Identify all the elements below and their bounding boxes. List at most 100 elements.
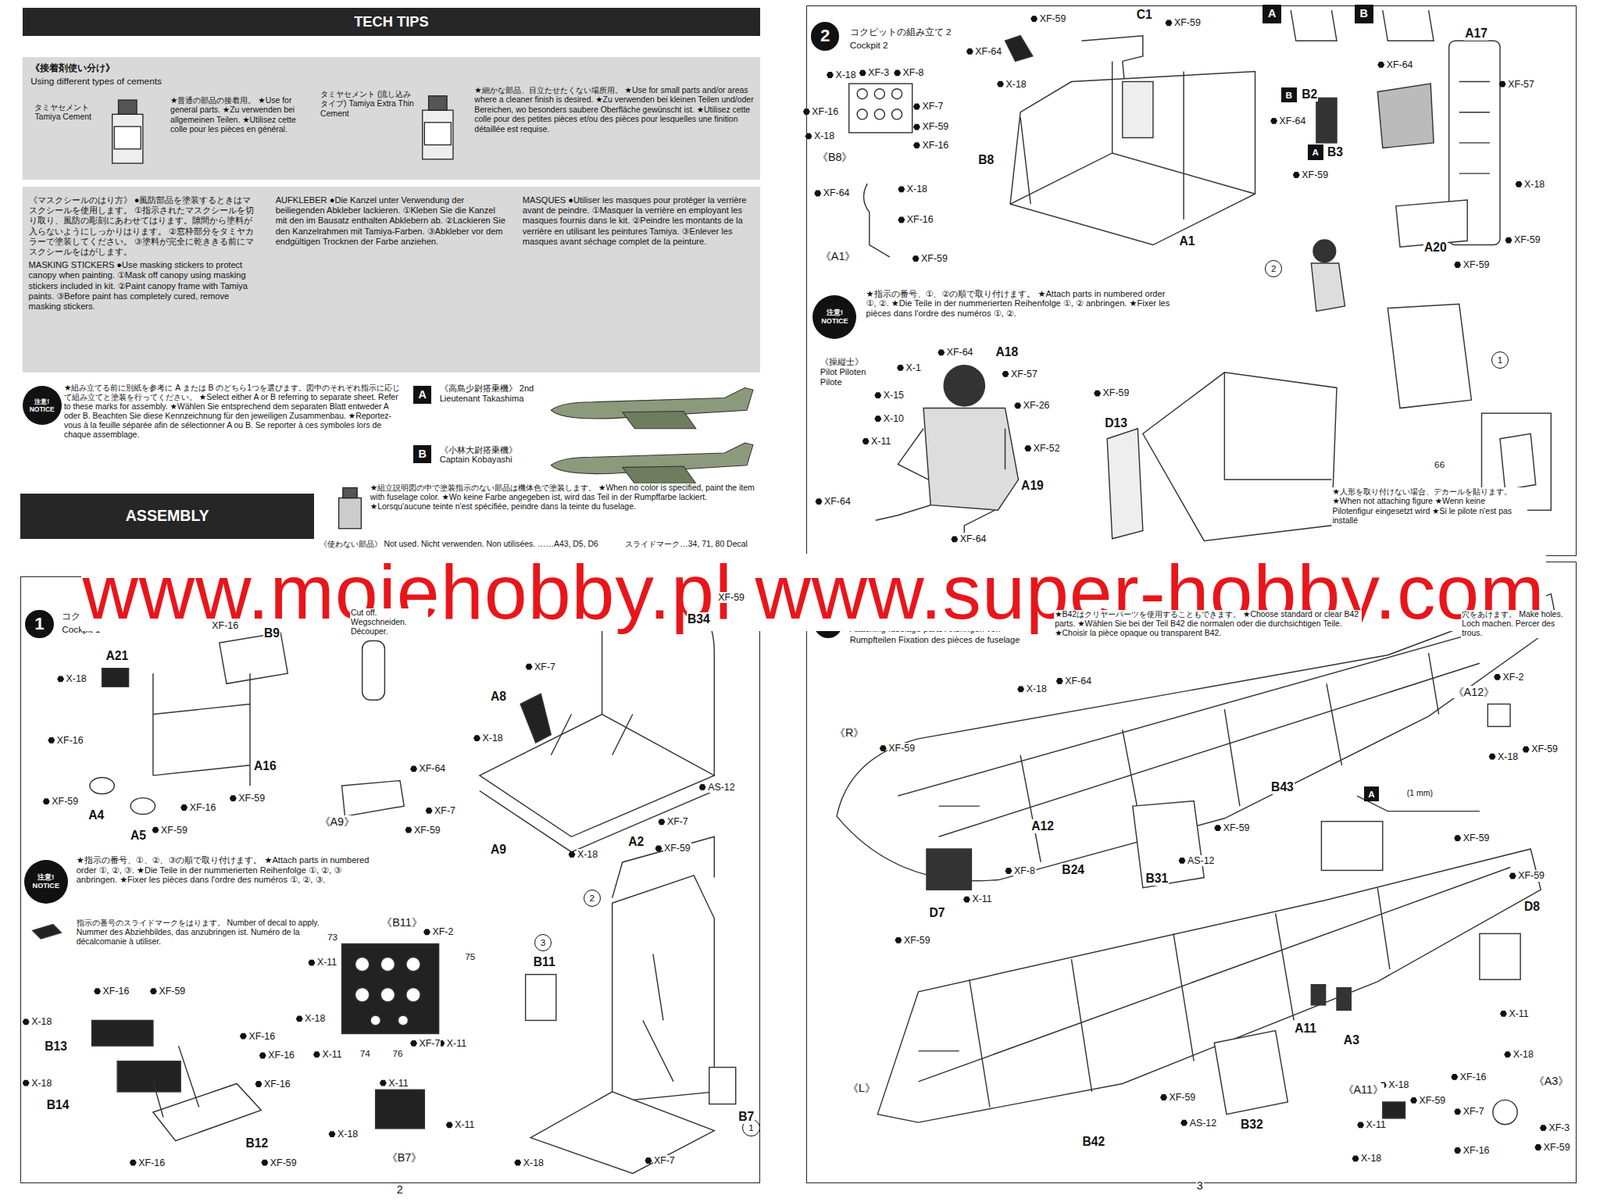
paint-dot [1453,835,1461,842]
tip-box: 《接着剤使い分け》Using different types of cement… [22,57,761,180]
paint-code: XF-59 [663,842,692,854]
paint-dot [1453,1108,1461,1115]
paint-dot [1024,445,1032,452]
box-label: ASSEMBLY [125,507,210,526]
paint-dot [655,845,663,852]
paint-dot [699,784,707,791]
paint-code: XF-16 [102,985,131,997]
paint-dot [1014,402,1022,409]
part-number: B9 [263,626,281,641]
part-number: A8 [489,689,508,704]
box-label: A [1267,7,1276,21]
part-number: B11 [532,955,557,970]
paint-dot [57,676,65,683]
header-band: ASSEMBLY [20,493,315,539]
box-text: ★細かな部品、目立たせたくない場所用。 ★Use for small parts… [474,85,755,136]
part-number: D13 [1103,416,1129,431]
box-label: 1 [34,614,44,636]
paint-code: XF-59 [237,792,266,804]
paint-code: XF-59 [1173,17,1202,29]
paint-code: X-11 [321,1049,343,1061]
paint-dot [1453,1147,1461,1154]
part-number: A9 [489,842,508,858]
paint-code: XF-64 [946,346,975,358]
box-label: 注意! NOTICE [812,308,857,326]
paint-code: XF-59 [269,1157,298,1169]
part-number: A1 [1178,234,1197,249]
paint-code: XF-16 [210,620,240,632]
paint-dot [1180,1120,1188,1127]
plane-silhouettes [550,387,754,484]
paint-dot [1450,1074,1458,1081]
fuselage-drawing [836,593,1558,1125]
paint-code: XF-59 [1418,1095,1447,1107]
paint-code: XF-64 [822,187,851,199]
callout-number: 74 [359,1048,372,1060]
part-number: A21 [105,649,130,664]
box-text: AUFKLEBER ●Die Kanzel unter Verwendung d… [275,195,509,248]
box-label: B [418,447,427,461]
paint-dot [859,70,867,77]
box-label: A [1311,146,1319,158]
cement-bottles [112,96,454,529]
paint-dot [42,798,50,805]
paint-dot [814,190,822,197]
paint-code: XF-16 [1462,1145,1491,1157]
note-text: ★組立説明図の中で塗装指示のない部品は機体色で塗装します。 ★When no c… [369,483,759,512]
paint-dot [423,929,431,936]
marking-square: B [1281,87,1297,104]
callout-number: 73 [326,932,339,943]
notice-icon: 注意! NOTICE [24,860,68,904]
tip-ground [22,57,761,373]
paint-dot [1178,857,1186,865]
box-label: 1 [1497,354,1504,366]
paint-code: XF-16 [267,1050,296,1061]
paint-dot [1410,1097,1418,1104]
callout-number: 2 [396,1183,404,1197]
paint-code: XF-16 [263,1078,292,1090]
paint-dot [514,1160,522,1167]
paint-dot [180,804,188,811]
paint-dot [405,827,413,834]
paint-code: X-11 [387,1078,409,1090]
marking-square: A [413,385,433,405]
paint-code: X-18 [1512,1049,1535,1061]
note-text: 指示の番号のスライドマークをはります。 Number of decal to a… [75,918,333,947]
paint-dot [657,818,665,825]
callout-number: 76 [392,1048,404,1060]
paint-code: X-18 [576,849,599,861]
paint-code: XF-7 [418,1038,442,1050]
callout-number: 75 [464,951,476,963]
paint-dot [307,960,315,967]
part-number: 《L》 [846,1082,877,1096]
paint-code: XF-59 [413,825,442,836]
paint-dot [966,48,974,55]
paint-code: X-18 [1387,1079,1410,1091]
cockpit-1-drawing [32,596,736,1174]
paint-dot [1017,686,1025,693]
part-number: A5 [129,828,147,843]
paint-dot [815,498,823,505]
box-text: Using different types of cements [30,75,255,87]
paint-code: XF-16 [189,802,218,814]
part-number: B2 [1300,87,1318,102]
step-panel: コクピットの組み立て 2Cockpit 22ABBA注意! NOTICE21 [806,5,1577,557]
note-text: ★指示の番号、①、②、③の順で取り付けます。 ★Attach parts in … [75,855,384,886]
paint-dot [897,185,905,193]
cockpit-2-drawing [849,10,1552,541]
callout-number: 66 [1433,459,1446,471]
part-number: D8 [1523,900,1541,915]
box-label: 2 [589,892,595,904]
note-text: ★B42はクリヤーパーツを使用することもできます。 ★Choose standa… [1053,610,1362,639]
paint-dot [425,807,433,815]
paint-dot [129,1160,137,1167]
paint-dot [1377,61,1385,68]
paint-dot [1515,181,1523,188]
paint-dot [937,349,945,356]
note-text: ★人形を取り付けない場合、デカールを貼ります。 ★When not attach… [1331,487,1527,525]
paint-code: XF-3 [1547,1122,1571,1134]
order-circle: 1 [1491,351,1509,369]
paint-code: XF-59 [1513,234,1542,246]
order-circle: 2 [1264,260,1283,278]
paint-code: XF-64 [418,763,447,775]
